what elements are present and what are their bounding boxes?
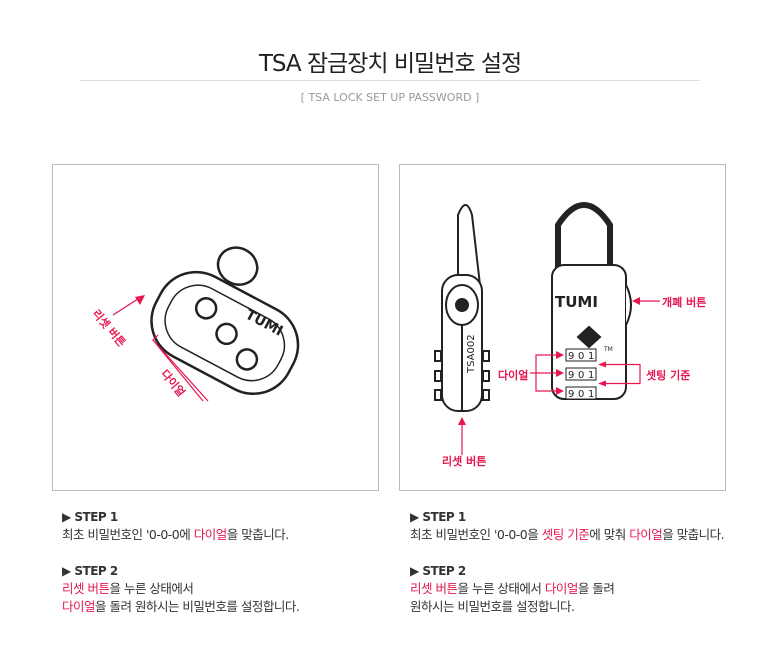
dial-highlight: 다이얼: [629, 527, 663, 542]
text: 을 누른 상태에서: [109, 581, 194, 596]
dial-digit: 0: [578, 370, 584, 381]
dial-digit: 1: [588, 370, 594, 381]
dial-digit: 1: [588, 389, 594, 400]
svg-text:TUMI: TUMI: [555, 293, 598, 311]
text: 에 맞춰: [589, 527, 630, 542]
text: 최초 비밀번호인 '0-0-0에: [62, 527, 194, 542]
step2-text-line2: 다이얼을 돌려 원하시는 비밀번호를 설정합니다.: [62, 598, 300, 616]
reset-highlight: 리셋 버튼: [62, 581, 110, 596]
step1-heading: ▶ STEP 1: [62, 510, 118, 524]
text: 을 돌려 원하시는 비밀번호를 설정합니다.: [95, 599, 300, 614]
step2-text-line1: 리셋 버튼을 누른 상태에서: [62, 580, 299, 598]
setting-highlight: 셋팅 기준: [541, 527, 590, 542]
step2-text-line2: 원하시는 비밀번호를 설정합니다.: [410, 599, 575, 614]
dial-digit: 1: [588, 351, 594, 362]
step1-heading: ▶ STEP 1: [410, 510, 466, 524]
model-number: TSA002: [466, 334, 477, 374]
text: 최초 비밀번호인 '0-0-0을: [410, 527, 542, 542]
tsa-lock-illustration: TUMI: [112, 246, 300, 402]
divider: [80, 80, 700, 81]
text: 을 맞춥니다.: [226, 527, 289, 542]
reset-highlight: 리셋 버튼: [410, 581, 458, 596]
dial-digit: 0: [578, 389, 584, 400]
right-instructions: ▶ STEP 1 최초 비밀번호인 '0-0-0을 셋팅 기준에 맞춰 다이얼을…: [410, 508, 725, 616]
setting-reference-label: 셋팅 기준: [646, 369, 691, 382]
step2-heading: ▶ STEP 2: [410, 564, 466, 578]
tm-mark: TM: [603, 346, 613, 353]
dial-digit: 9: [568, 389, 574, 400]
page-subtitle: [ TSA LOCK SET UP PASSWORD ]: [300, 91, 480, 104]
page-title: TSA 잠금장치 비밀번호 설정: [258, 51, 522, 77]
dial-digit: 0: [578, 351, 584, 362]
open-button-label: 개폐 버튼: [662, 296, 707, 309]
text: 을 누른 상태에서: [457, 581, 545, 596]
dial-highlight: 다이얼: [62, 599, 96, 614]
dial-digit: 9: [568, 370, 574, 381]
dial-digit: 9: [568, 351, 574, 362]
reset-button-label: 리셋 버튼: [442, 455, 487, 468]
step2-heading: ▶ STEP 2: [62, 564, 118, 578]
dial-label: 다이얼: [498, 369, 529, 382]
left-instructions: ▶ STEP 1 최초 비밀번호인 '0-0-0에 다이얼을 맞춥니다. ▶ S…: [62, 508, 300, 616]
step1-text: 최초 비밀번호인 '0-0-0에 다이얼을 맞춥니다.: [62, 526, 299, 544]
dial-highlight: 다이얼: [193, 527, 228, 542]
text: 을 맞춥니다.: [662, 527, 725, 542]
step1-text: 최초 비밀번호인 '0-0-0을 셋팅 기준에 맞춰 다이얼을 맞춥니다.: [410, 526, 725, 544]
left-lock-figure: TUMI 리셋 버튼 다이얼: [52, 164, 379, 491]
text: 을 돌려: [577, 581, 615, 596]
step2-text-line1: 리셋 버튼을 누른 상태에서 다이얼을 돌려: [410, 580, 724, 598]
dial-highlight: 다이얼: [544, 581, 579, 596]
